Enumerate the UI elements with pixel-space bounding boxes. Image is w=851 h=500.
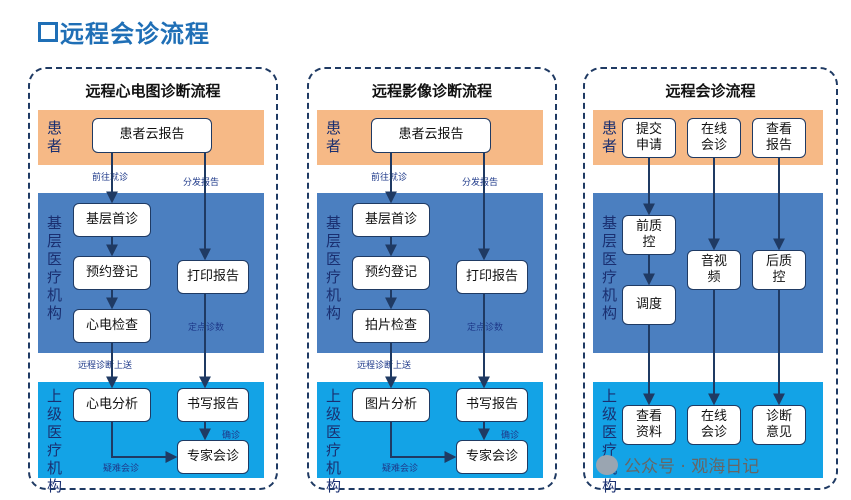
box-ecg-exam: 心电检查 <box>73 309 151 343</box>
box-print-report: 打印报告 <box>456 260 528 294</box>
box-primary-first-visit: 基层首诊 <box>73 203 151 237</box>
panel-consultation <box>583 67 838 490</box>
box-print-report: 打印报告 <box>177 260 249 294</box>
box-ecg-analysis: 心电分析 <box>73 388 151 422</box>
box-write-report: 书写报告 <box>177 388 249 422</box>
panel-imaging <box>307 67 557 490</box>
box-xray-exam: 拍片检查 <box>352 309 430 343</box>
panel-consultation-band-label-primary: 基层医疗机构 <box>600 215 618 323</box>
edge-label-go-visit: 前往就诊 <box>371 173 408 183</box>
box-scheduling: 调度 <box>622 285 676 325</box>
box-image-analysis: 图片分析 <box>352 388 430 422</box>
edge-label-difficult-consult: 疑难会诊 <box>103 464 140 474</box>
box-primary-first-visit: 基层首诊 <box>352 203 430 237</box>
panel-imaging-band-label-primary: 基层医疗机构 <box>324 215 342 323</box>
edge-label-distribute-report: 分发报告 <box>462 178 499 188</box>
title-square-icon <box>38 22 58 42</box>
box-expert-consultation: 专家会诊 <box>177 440 249 474</box>
panel-ecg-band-label-primary: 基层医疗机构 <box>45 215 63 323</box>
box-expert-consultation: 专家会诊 <box>456 440 528 474</box>
panel-imaging-band-label-patient: 患者 <box>324 120 342 156</box>
watermark-text: 公众号 · 观海日记 <box>624 457 760 477</box>
panel-ecg <box>28 67 278 490</box>
panel-consultation-title: 远程会诊流程 <box>665 82 756 100</box>
box-write-report: 书写报告 <box>456 388 528 422</box>
box-patient-cloud-report: 患者云报告 <box>92 118 212 153</box>
edge-label-fixed-diagnosis: 定点诊数 <box>467 323 504 333</box>
box-appointment: 预约登记 <box>73 256 151 290</box>
box-diagnosis-opinion: 诊断 意见 <box>752 405 806 445</box>
edge-label-remote-upload: 远程诊断上送 <box>357 361 412 371</box>
box-post-quality-control: 后质 控 <box>752 250 806 290</box>
box-view-report: 查看 报告 <box>752 118 806 158</box>
panel-ecg-band-label-patient: 患者 <box>45 120 63 156</box>
edge-label-difficult-consult: 疑难会诊 <box>382 464 419 474</box>
box-view-materials: 查看 资料 <box>622 405 676 445</box>
box-pre-quality-control: 前质 控 <box>622 215 676 255</box>
edge-label-distribute-report: 分发报告 <box>183 178 220 188</box>
box-audio-video: 音视 频 <box>687 250 741 290</box>
edge-label-fixed-diagnosis: 定点诊数 <box>188 323 225 333</box>
page-title: 远程会诊流程 <box>60 20 210 48</box>
edge-label-confirm: 确诊 <box>222 431 241 441</box>
box-patient-cloud-report: 患者云报告 <box>371 118 491 153</box>
edge-label-confirm: 确诊 <box>501 431 520 441</box>
edge-label-remote-upload: 远程诊断上送 <box>78 361 133 371</box>
watermark: 公众号 · 观海日记 <box>596 452 759 477</box>
edge-label-go-visit: 前往就诊 <box>92 173 129 183</box>
box-online-consultation-bottom: 在线 会诊 <box>687 405 741 445</box>
panel-imaging-band-label-upper: 上级医疗机构 <box>324 388 342 496</box>
panel-ecg-title: 远程心电图诊断流程 <box>85 82 221 100</box>
panel-consultation-band-label-patient: 患者 <box>600 120 618 156</box>
box-online-consultation-top: 在线 会诊 <box>687 118 741 158</box>
panel-imaging-title: 远程影像诊断流程 <box>371 82 492 100</box>
wechat-icon <box>596 454 618 475</box>
box-submit-application: 提交 申请 <box>622 118 676 158</box>
box-appointment: 预约登记 <box>352 256 430 290</box>
panel-ecg-band-label-upper: 上级医疗机构 <box>45 388 63 496</box>
